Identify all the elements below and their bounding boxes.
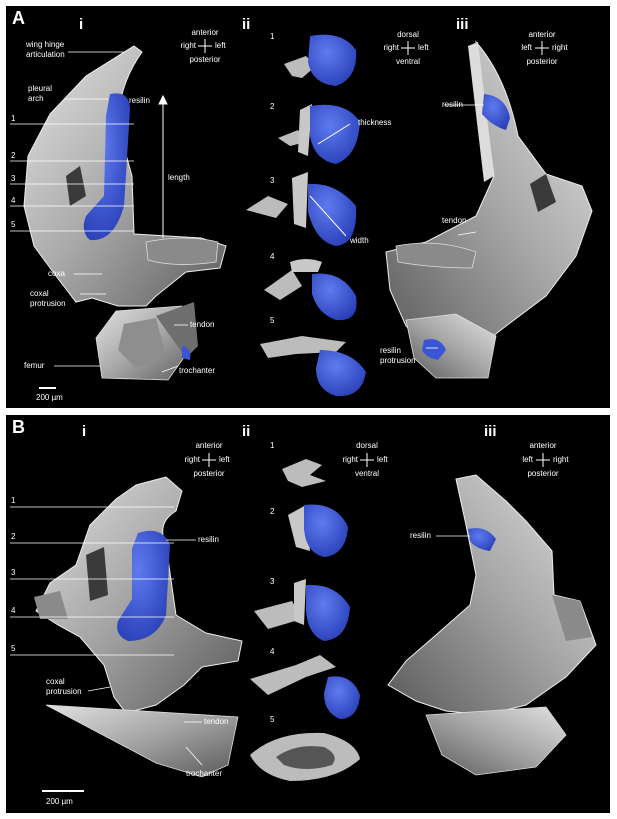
a-leader-lines <box>54 51 484 373</box>
panel-b-letter: B <box>12 417 25 437</box>
b-ii-compass-bottom: ventral <box>354 469 379 478</box>
a-section-lines <box>10 123 134 232</box>
b-ii-section-num-5: 5 <box>270 715 275 724</box>
a-ii-compass-bottom: ventral <box>395 57 420 66</box>
b-iii-label-resilin: resilin <box>410 531 431 540</box>
b-label-resilin: resilin <box>198 535 219 544</box>
b-section-num-2: 2 <box>11 532 16 541</box>
a-ii-section-num-3: 3 <box>270 176 275 185</box>
b-label-tendon: tendon <box>204 717 229 726</box>
a-section-shape-5 <box>260 336 366 397</box>
a-label-coxa: coxa <box>48 269 65 278</box>
b-ii-section-num-1: 1 <box>270 441 275 450</box>
a-section-shape-4 <box>264 259 357 321</box>
b-leader-lines <box>87 535 470 766</box>
b-view-i-specimen <box>34 476 243 778</box>
b-section-shape-1 <box>282 459 326 487</box>
b-view-iii-specimen <box>387 474 597 776</box>
a-section-num-1: 1 <box>11 114 16 123</box>
a-view-ii-label: ii <box>242 16 251 33</box>
a-section-shape-1 <box>284 34 357 86</box>
a-iii-label-resilin: resilin <box>442 100 463 109</box>
a-ii-section-num-1: 1 <box>270 32 275 41</box>
a-iii-compass-bottom: posterior <box>526 57 558 66</box>
a-i-compass-top: anterior <box>191 28 219 37</box>
a-label-wing-hinge: wing hinge articulation <box>26 40 65 59</box>
a-view-iii-specimen <box>385 40 593 379</box>
b-view-i-label: i <box>82 423 87 440</box>
a-label-tendon-i: tendon <box>190 320 215 329</box>
b-ii-section-num-2: 2 <box>270 507 275 516</box>
b-ii-compass-right: left <box>377 455 388 464</box>
b-section-num-5: 5 <box>11 644 16 653</box>
a-section-num-4: 4 <box>11 196 16 205</box>
a-ii-section-num-2: 2 <box>270 102 275 111</box>
a-label-width: width <box>350 236 369 245</box>
b-label-trochanter: trochanter <box>186 769 223 778</box>
a-scale-bar-label: 200 µm <box>36 393 63 402</box>
a-label-resilin-protrusion: resilin protrusion <box>380 346 416 365</box>
a-measure-arrows <box>309 123 351 237</box>
a-i-compass-right: left <box>215 41 226 50</box>
a-label-coxal-protrusion: coxal protrusion <box>30 289 66 308</box>
a-i-compass-left: right <box>180 41 196 50</box>
b-i-compass-top: anterior <box>195 441 223 450</box>
a-section-num-3: 3 <box>11 174 16 183</box>
b-i-compass-bottom: posterior <box>193 469 225 478</box>
a-view-i-specimen <box>23 45 227 381</box>
b-section-num-4: 4 <box>11 606 16 615</box>
b-view-ii-label: ii <box>242 423 251 440</box>
a-compass-arrows <box>198 39 549 55</box>
a-label-length: length <box>168 173 190 182</box>
b-iii-compass-left: left <box>522 455 533 464</box>
a-iii-label-tendon: tendon <box>442 216 467 225</box>
b-section-num-1: 1 <box>11 496 16 505</box>
a-section-shape-3 <box>246 172 357 246</box>
a-section-num-2: 2 <box>11 151 16 160</box>
a-iii-compass-right: right <box>552 43 568 52</box>
b-section-shape-2 <box>288 504 348 557</box>
a-view-iii-label: iii <box>456 16 469 33</box>
b-ii-compass-left: right <box>342 455 358 464</box>
a-ii-compass-top: dorsal <box>397 30 419 39</box>
a-section-shape-2 <box>278 104 360 164</box>
b-section-num-3: 3 <box>11 568 16 577</box>
b-ii-section-num-3: 3 <box>270 577 275 586</box>
b-i-compass-right: left <box>219 455 230 464</box>
a-label-trochanter: trochanter <box>179 366 216 375</box>
a-length-arrow <box>158 94 168 238</box>
b-iii-compass-bottom: posterior <box>527 469 559 478</box>
b-iii-compass-right: right <box>553 455 569 464</box>
panel-a: A i ii iii anterior posterior right left… <box>6 6 610 408</box>
b-view-iii-label: iii <box>484 423 497 440</box>
a-ii-section-num-4: 4 <box>270 252 275 261</box>
a-view-i-label: i <box>79 16 84 33</box>
a-label-femur: femur <box>24 361 45 370</box>
panel-a-artwork <box>10 34 593 397</box>
panel-a-letter: A <box>12 8 25 28</box>
b-ii-section-num-4: 4 <box>270 647 275 656</box>
a-ii-section-num-5: 5 <box>270 316 275 325</box>
b-section-lines <box>10 506 174 656</box>
a-iii-compass-top: anterior <box>528 30 556 39</box>
b-label-coxal-protrusion: coxal protrusion <box>46 677 82 696</box>
a-ii-compass-right: left <box>418 43 429 52</box>
b-iii-compass-top: anterior <box>529 441 557 450</box>
a-label-resilin: resilin <box>129 96 150 105</box>
b-compass-arrows <box>202 453 550 467</box>
a-section-num-5: 5 <box>11 220 16 229</box>
b-section-shape-3 <box>254 579 350 641</box>
b-ii-compass-top: dorsal <box>356 441 378 450</box>
b-section-shape-4 <box>250 655 360 719</box>
b-section-shape-5 <box>250 732 360 781</box>
panel-b-artwork <box>10 453 597 792</box>
panel-b: B i ii iii anterior posterior right left… <box>6 415 610 813</box>
a-label-thickness: thickness <box>358 118 392 127</box>
a-label-pleural-arch: pleural arch <box>28 84 53 103</box>
a-iii-compass-left: left <box>521 43 532 52</box>
b-i-compass-left: right <box>184 455 200 464</box>
a-ii-compass-left: right <box>383 43 399 52</box>
b-scale-bar-label: 200 µm <box>46 797 73 806</box>
a-i-compass-bottom: posterior <box>189 55 221 64</box>
